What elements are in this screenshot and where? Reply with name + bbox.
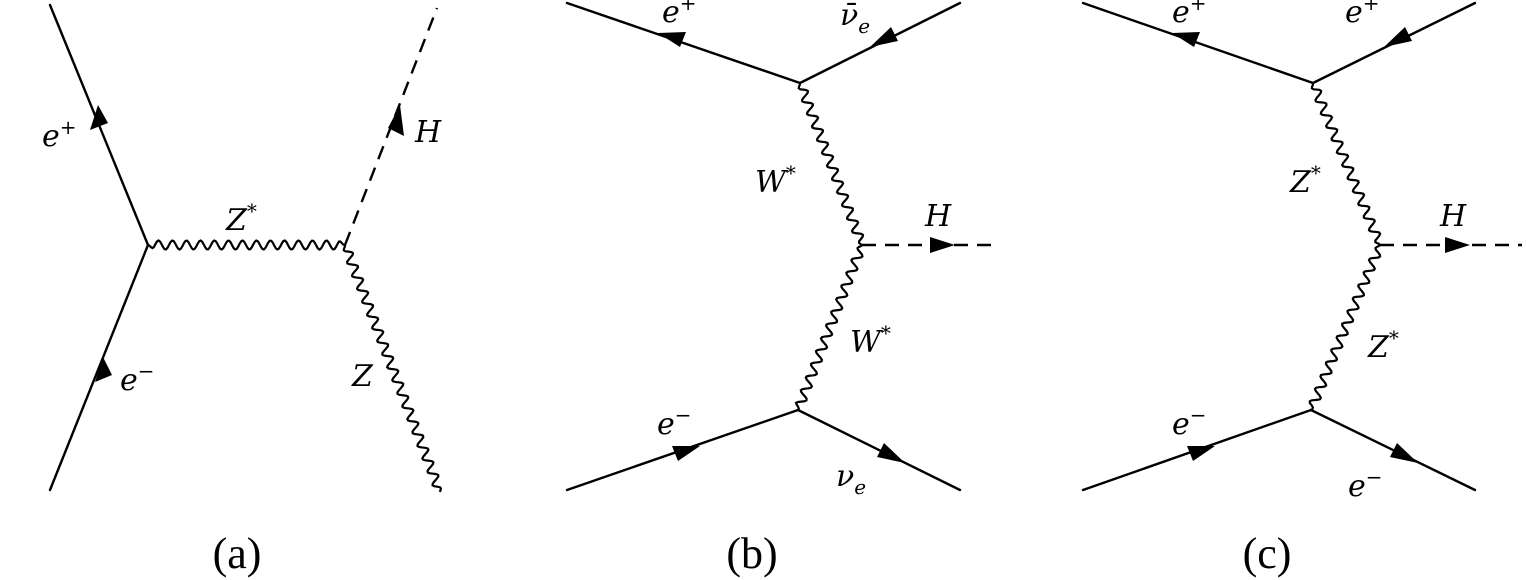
positron-arrow-b xyxy=(658,32,686,47)
electron-arrow-c-left xyxy=(1187,446,1215,461)
diagram-c: e+ e+ Z* H Z* e− e− (c) xyxy=(1081,0,1522,578)
neutrino-line-b xyxy=(796,408,962,492)
label-w-star-top-b: W* xyxy=(755,161,796,200)
z-star-bottom-propagator-c xyxy=(1308,244,1382,411)
label-w-star-bottom-b: W* xyxy=(850,321,891,360)
electron-line-a xyxy=(48,243,150,492)
electron-line-c-right xyxy=(1309,408,1477,492)
label-nu-e-b: νe xyxy=(836,459,866,499)
label-e-plus-c-right: e+ xyxy=(1345,0,1380,30)
label-z-star-a: Z* xyxy=(225,199,257,238)
z-star-propagator-a xyxy=(147,239,346,251)
z-star-top-propagator-c xyxy=(1310,82,1382,246)
positron-arrow-c-right xyxy=(1384,27,1412,47)
positron-arrow-c-left xyxy=(1172,32,1200,47)
label-z-star-top-c: Z* xyxy=(1289,161,1321,200)
label-higgs-a: H xyxy=(414,115,442,150)
antineutrino-arrow-b xyxy=(870,27,898,47)
higgs-arrow-c xyxy=(1445,237,1470,253)
label-e-plus-c-left: e+ xyxy=(1172,0,1207,30)
z-boson-line-a xyxy=(342,244,443,493)
label-z-a: Z xyxy=(351,359,374,394)
positron-line-b xyxy=(565,1,802,85)
caption-a: (a) xyxy=(213,529,262,578)
label-e-plus-a: e+ xyxy=(42,115,77,154)
label-e-minus-c-right: e− xyxy=(1348,465,1383,504)
caption-b: (b) xyxy=(726,529,777,578)
higgs-arrow-b xyxy=(930,237,955,253)
label-higgs-b: H xyxy=(924,199,952,234)
positron-line-c-left xyxy=(1081,1,1315,85)
electron-arrow-c-right xyxy=(1390,443,1418,463)
positron-arrow-a xyxy=(90,105,108,130)
electron-arrow-a xyxy=(95,357,112,382)
label-higgs-c: H xyxy=(1439,199,1467,234)
higgs-arrow-a xyxy=(388,105,404,136)
w-star-bottom-propagator-b xyxy=(794,244,864,411)
caption-c: (c) xyxy=(1243,529,1292,578)
diagram-b: e+ ν̄e W* H W* e− νe (b) xyxy=(565,0,1000,578)
label-e-minus-a: e− xyxy=(120,359,155,398)
label-e-minus-c-left: e− xyxy=(1172,403,1207,442)
label-z-star-bottom-c: Z* xyxy=(1367,326,1399,365)
label-e-plus-b: e+ xyxy=(662,0,697,30)
diagram-a: e+ e− Z* H Z (a) xyxy=(42,3,443,578)
neutrino-arrow-b xyxy=(877,443,905,463)
electron-arrow-b xyxy=(672,446,700,461)
w-star-top-propagator-b xyxy=(797,82,865,246)
label-e-minus-b: e− xyxy=(657,403,692,442)
label-nubar-e-b: ν̄e xyxy=(840,0,870,38)
